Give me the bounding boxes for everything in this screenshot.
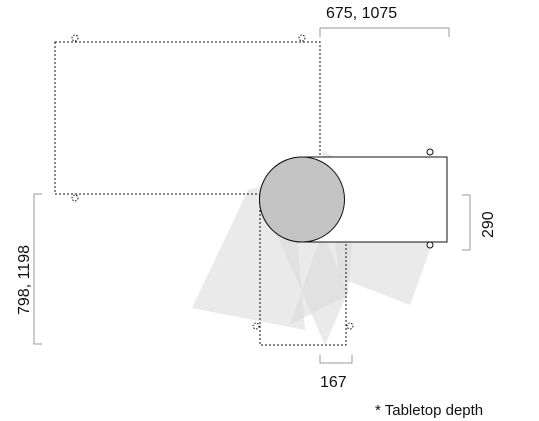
leg-marker-icon (426, 148, 434, 156)
extension-outline (54, 41, 321, 195)
bottom-dimension-line (319, 355, 353, 364)
footnote: * Tabletop depth (375, 402, 483, 419)
leg-marker-icon (71, 34, 79, 42)
bottom-extension-outline (259, 193, 347, 346)
top-dimension-label: 675, 1075 (326, 5, 397, 22)
leg-marker-icon (346, 322, 354, 330)
bottom-dimension-label: 167 (320, 374, 347, 391)
leg-marker-icon (426, 241, 434, 249)
leg-marker-icon (71, 194, 79, 202)
right-dimension-line (462, 194, 471, 251)
leg-marker-icon (298, 34, 306, 42)
right-dimension-label: 290 (480, 211, 497, 238)
leg-markers (71, 34, 434, 330)
dimension-lines (33, 27, 471, 364)
top-dimension-line (319, 27, 450, 37)
left-dimension-label: 798, 1198 (16, 245, 33, 315)
leg-marker-icon (252, 322, 260, 330)
left-dimension-line (33, 193, 42, 345)
rounded-end-circle (259, 156, 345, 243)
